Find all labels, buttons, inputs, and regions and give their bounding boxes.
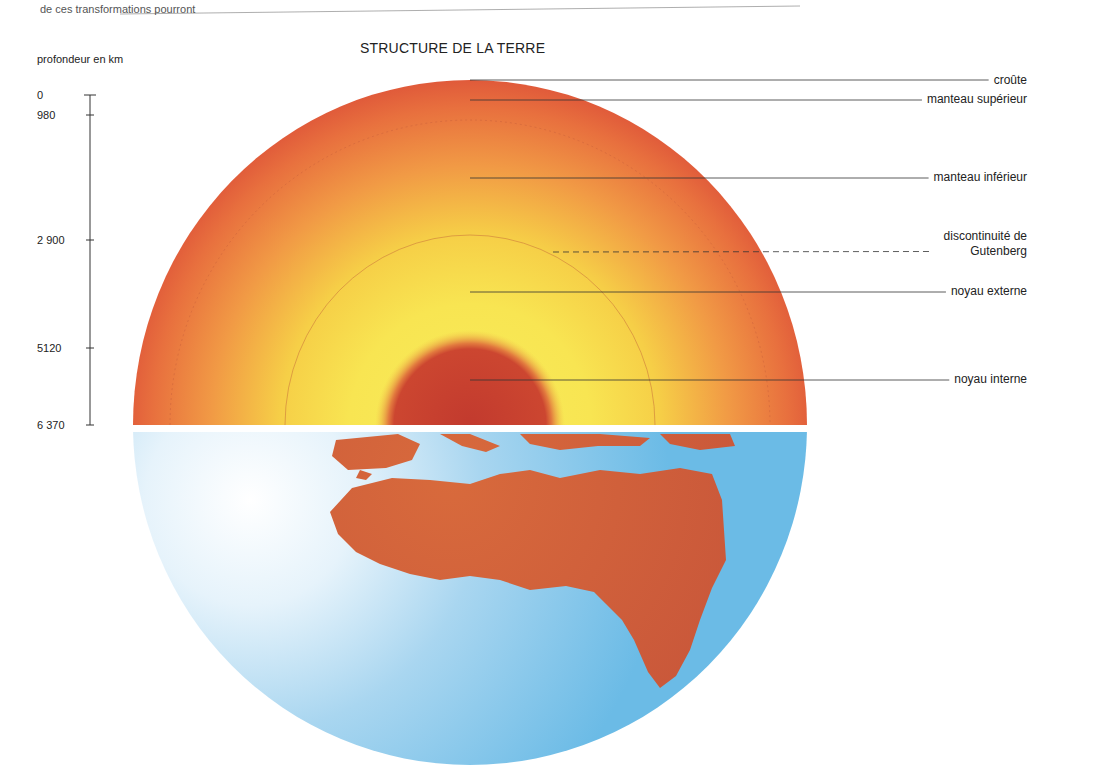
- leader-line: [470, 100, 922, 101]
- diagram-title: STRUCTURE DE LA TERRE: [360, 40, 545, 56]
- depth-value: 0: [37, 88, 43, 103]
- depth-value: 5120: [37, 341, 61, 356]
- cut-off-text: de ces transformations pourront: [40, 2, 195, 17]
- depth-value: 2 900: [37, 233, 65, 248]
- depth-value: 6 370: [37, 418, 65, 433]
- layer-label: noyau interne: [954, 372, 1027, 387]
- layer-label: croûte: [994, 73, 1027, 88]
- leader-line: [553, 251, 932, 253]
- depth-value: 980: [37, 108, 55, 123]
- leader-line: [470, 292, 946, 293]
- leader-line: [470, 178, 929, 179]
- leader-line: [470, 80, 989, 81]
- layer-label: manteau supérieur: [927, 92, 1027, 107]
- axis-title: profondeur en km: [37, 52, 123, 67]
- layer-label: noyau externe: [951, 284, 1027, 299]
- boundary-label: discontinuité de Gutenberg: [937, 229, 1027, 259]
- layer-label: manteau inférieur: [934, 170, 1027, 185]
- leader-line: [470, 380, 949, 381]
